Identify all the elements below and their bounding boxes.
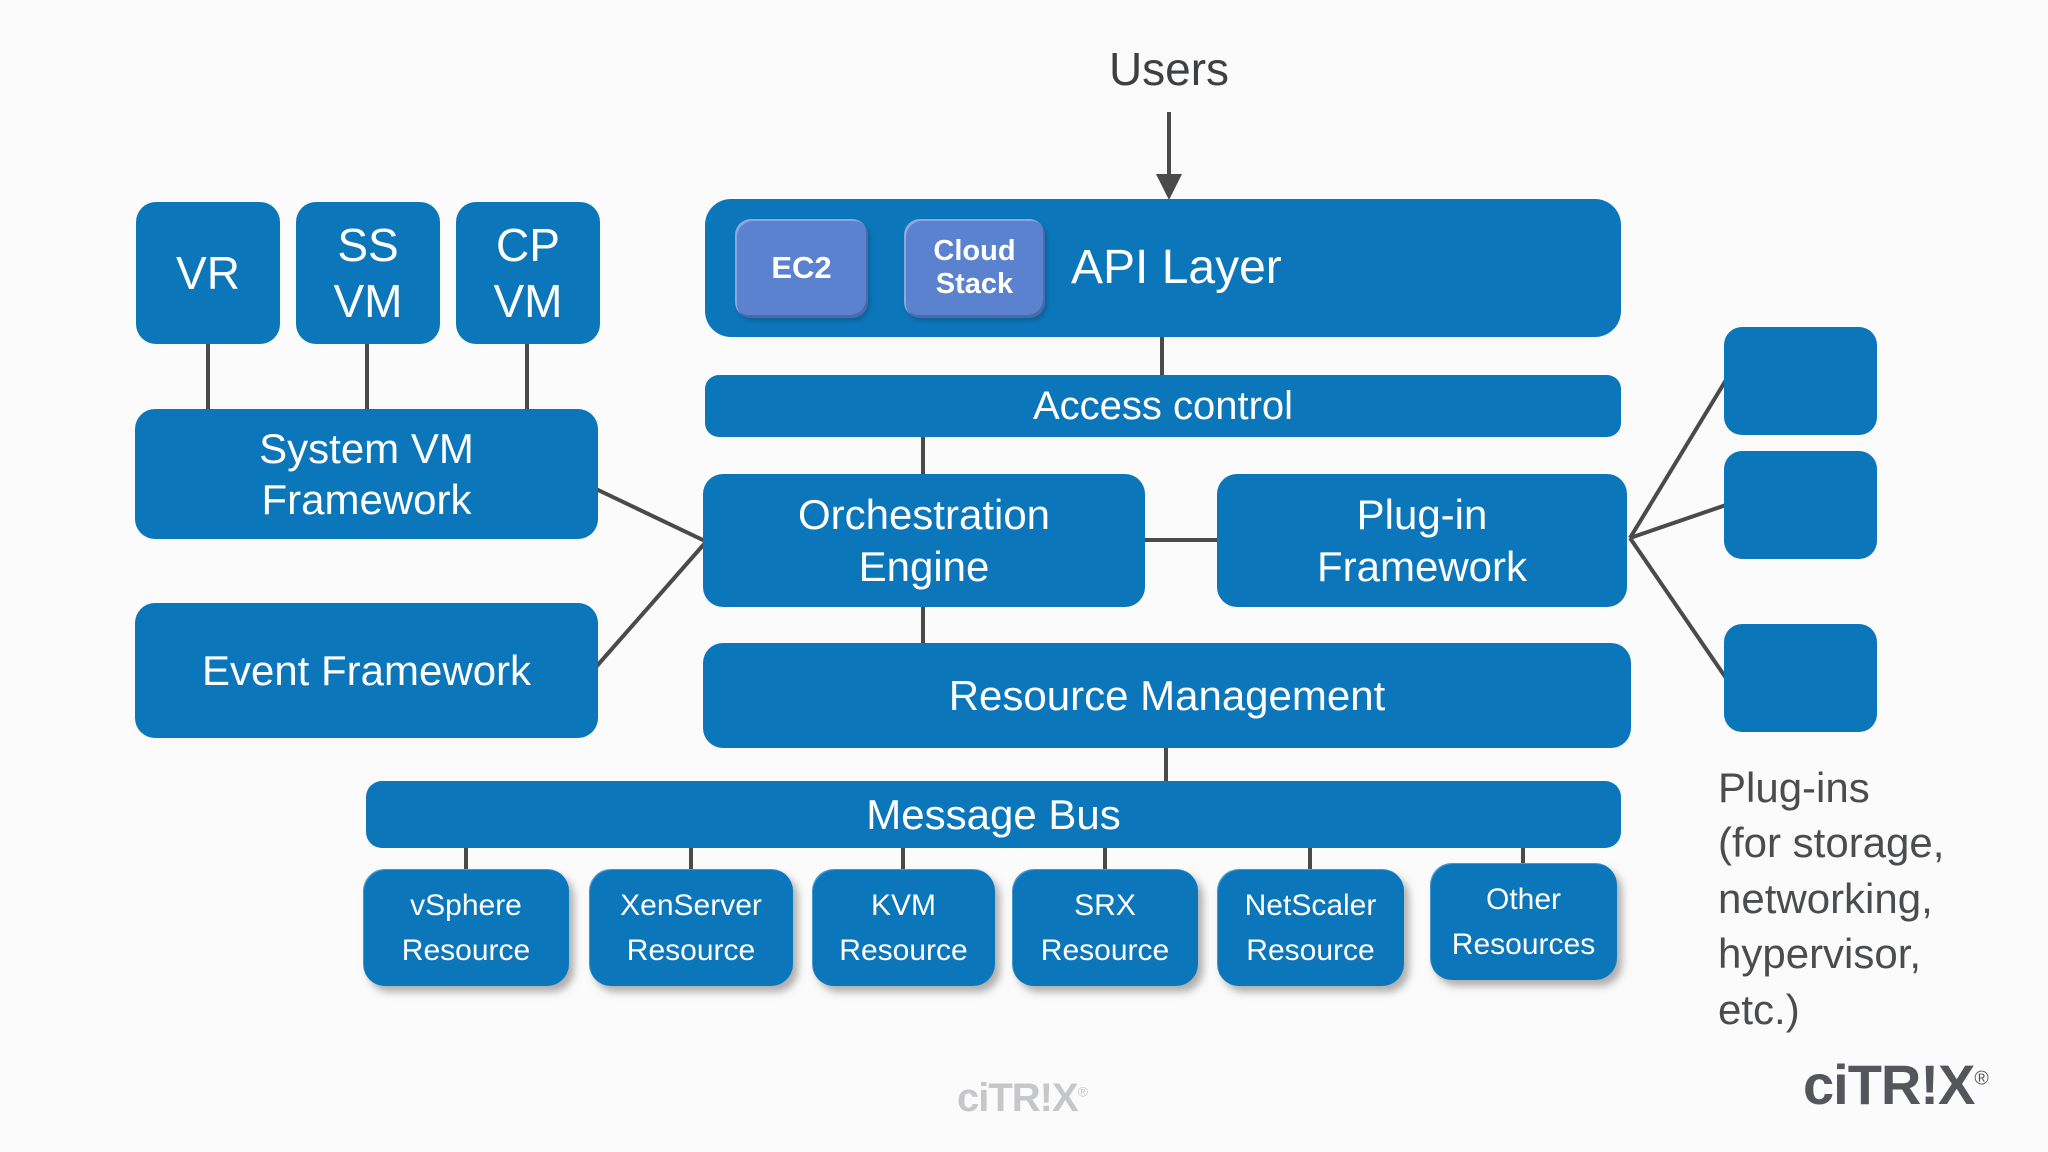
node-cp-vm: CP VM <box>456 202 600 344</box>
node-netscaler-resource: NetScaler Resource <box>1217 869 1404 986</box>
citrix-logo: ciTR!X® <box>1803 1052 1989 1117</box>
node-plugin-box-2 <box>1724 451 1877 559</box>
users-label: Users <box>1108 43 1230 95</box>
node-kvm-resource: KVM Resource <box>812 869 995 986</box>
node-vr: VR <box>136 202 280 344</box>
registered-mark: ® <box>1077 1083 1088 1100</box>
api-layer-label: API Layer <box>1071 240 1282 294</box>
node-ec2: EC2 <box>735 218 868 318</box>
line-ef-oe <box>594 541 707 669</box>
citrix-watermark-text: ciTR!X <box>957 1076 1079 1120</box>
node-access-control: Access control <box>705 375 1621 437</box>
node-xenserver-resource: XenServer Resource <box>589 869 793 986</box>
node-cloud-stack: Cloud Stack <box>904 218 1045 318</box>
line-svf-oe <box>595 487 706 543</box>
node-plug-in-framework: Plug-in Framework <box>1217 474 1627 607</box>
node-event-framework: Event Framework <box>135 603 598 738</box>
citrix-logo-text: ciTR!X <box>1803 1053 1975 1116</box>
node-srx-resource: SRX Resource <box>1012 869 1198 986</box>
node-plugin-box-3 <box>1724 624 1877 732</box>
node-api-layer: EC2 Cloud Stack API Layer <box>705 199 1621 337</box>
node-system-vm-framework: System VM Framework <box>135 409 598 539</box>
users-arrow-head <box>1156 174 1182 200</box>
node-vsphere-resource: vSphere Resource <box>363 869 569 986</box>
line-pf-plugin1 <box>1628 378 1728 540</box>
node-resource-management: Resource Management <box>703 643 1631 748</box>
plugins-caption: Plug-ins (for storage, networking, hyper… <box>1718 764 1945 1033</box>
line-pf-plugin2 <box>1629 503 1727 540</box>
registered-mark: ® <box>1974 1067 1988 1090</box>
node-plugin-box-1 <box>1724 327 1877 435</box>
line-pf-plugin3 <box>1628 536 1728 680</box>
citrix-watermark: ciTR!X® <box>957 1076 1088 1121</box>
node-orchestration-engine: Orchestration Engine <box>703 474 1145 607</box>
node-ss-vm: SS VM <box>296 202 440 344</box>
node-other-resources: Other Resources <box>1430 863 1617 980</box>
node-message-bus: Message Bus <box>366 781 1621 848</box>
